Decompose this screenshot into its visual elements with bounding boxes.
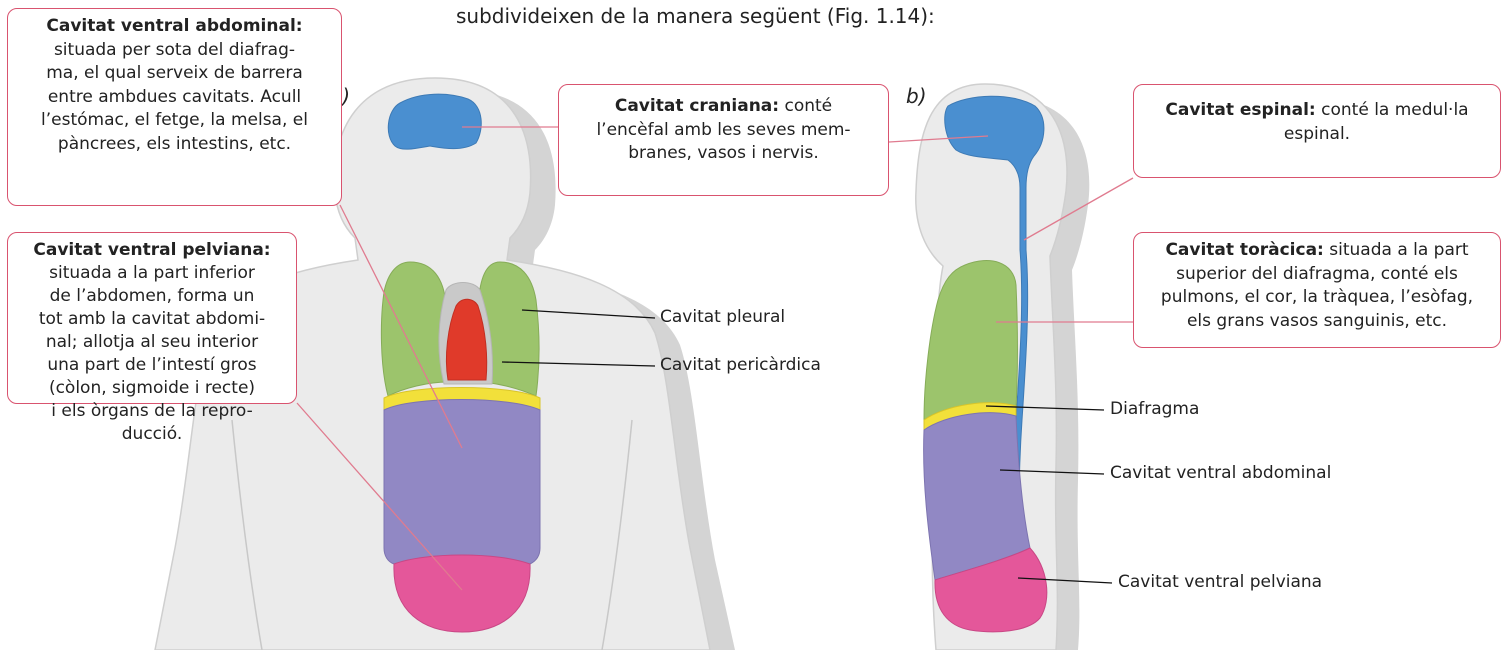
callout-pelviana-body: situada a la part inferior de l’abdomen,… (7, 232, 297, 404)
callout-pelviana-line: (còlon, sigmoide i recte) (18, 377, 286, 400)
side-thoracic-cavity (924, 261, 1018, 420)
callout-craniana-title: Cavitat craniana: (615, 96, 779, 116)
callout-toracica-title: Cavitat toràcica: (1165, 240, 1323, 260)
callout-espinal-title: Cavitat espinal: (1165, 100, 1315, 120)
callout-espinal-line: conté la medul·la (1321, 100, 1468, 120)
callout-pelviana-line: situada a la part inferior (18, 262, 286, 285)
front-abdominal-cavity (384, 400, 540, 565)
callout-abdominal-line: l’estómac, el fetge, la melsa, el (18, 109, 331, 133)
callout-abdominal-line: situada per sota del diafrag- (18, 39, 331, 63)
callout-abdominal-line: ma, el qual serveix de barrera (18, 62, 331, 86)
callout-craniana: Cavitat craniana: conté l’encèfal amb le… (558, 84, 889, 196)
callout-pelviana-line: una part de l’intestí gros (18, 354, 286, 377)
callout-abdominal-title: Cavitat ventral abdominal: (18, 15, 331, 39)
panel-b-label: b) (906, 84, 927, 108)
label-diafragma: Diafragma (1110, 399, 1199, 419)
label-pleural: Cavitat pleural (660, 307, 785, 327)
callout-toracica-line: situada a la part (1329, 240, 1468, 260)
callout-pelviana-line: ducció. (18, 423, 286, 446)
callout-abdominal: Cavitat ventral abdominal: situada per s… (7, 8, 342, 206)
callout-toracica-line: pulmons, el cor, la tràquea, l’esòfag, (1144, 286, 1490, 310)
front-cranial-cavity (388, 94, 481, 149)
label-abdominal: Cavitat ventral abdominal (1110, 463, 1331, 483)
label-pelviana: Cavitat ventral pelviana (1118, 572, 1322, 592)
callout-espinal: Cavitat espinal: conté la medul·la espin… (1133, 84, 1501, 178)
callout-craniana-line: l’encèfal amb les seves mem- (569, 119, 878, 143)
intro-line: subdivideixen de la manera següent (Fig.… (456, 4, 935, 28)
callout-toracica-line: superior del diafragma, conté els (1144, 263, 1490, 287)
callout-pelviana-line: de l’abdomen, forma un (18, 285, 286, 308)
callout-abdominal-line: entre ambdues cavitats. Acull (18, 86, 331, 110)
callout-pelviana-line: tot amb la cavitat abdomi- (18, 308, 286, 331)
callout-toracica: Cavitat toràcica: situada a la part supe… (1133, 232, 1501, 348)
callout-espinal-line: espinal. (1144, 123, 1490, 147)
front-left-lung (381, 262, 448, 396)
callout-craniana-line: branes, vasos i nervis. (569, 142, 878, 166)
callout-toracica-line: els grans vasos sanguinis, etc. (1144, 310, 1490, 334)
callout-pelviana-line: nal; allotja al seu interior (18, 331, 286, 354)
callout-abdominal-line: pàncrees, els intestins, etc. (18, 133, 331, 157)
callout-craniana-line: conté (784, 96, 832, 116)
label-pericardica: Cavitat pericàrdica (660, 355, 821, 375)
callout-pelviana-line: i els òrgans de la repro- (18, 400, 286, 423)
